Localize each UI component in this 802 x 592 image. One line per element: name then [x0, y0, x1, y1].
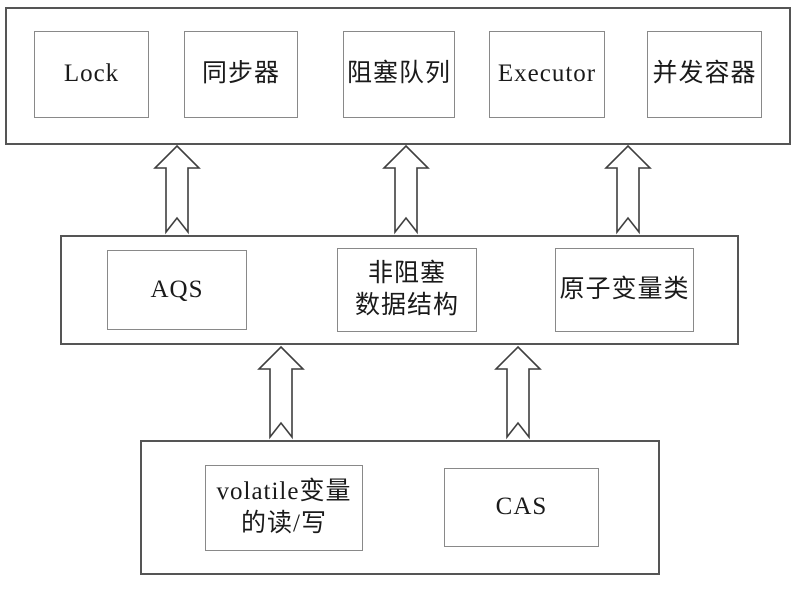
up-arrow-bottom-to-middle-1 [257, 345, 305, 440]
box-volatile-read-write: volatile变量 的读/写 [205, 465, 363, 551]
box-lock: Lock [34, 31, 149, 118]
box-cas: CAS [444, 468, 599, 547]
up-arrow-middle-to-top-2 [382, 144, 430, 235]
box-nonblocking-data-structure: 非阻塞 数据结构 [337, 248, 477, 332]
box-atomic-variable-class: 原子变量类 [555, 248, 694, 332]
box-concurrent-container: 并发容器 [647, 31, 762, 118]
box-aqs: AQS [107, 250, 247, 330]
box-synchronizer: 同步器 [184, 31, 298, 118]
box-blocking-queue: 阻塞队列 [343, 31, 455, 118]
up-arrow-middle-to-top-1 [153, 144, 201, 235]
box-executor: Executor [489, 31, 605, 118]
up-arrow-bottom-to-middle-2 [494, 345, 542, 440]
up-arrow-middle-to-top-3 [604, 144, 652, 235]
